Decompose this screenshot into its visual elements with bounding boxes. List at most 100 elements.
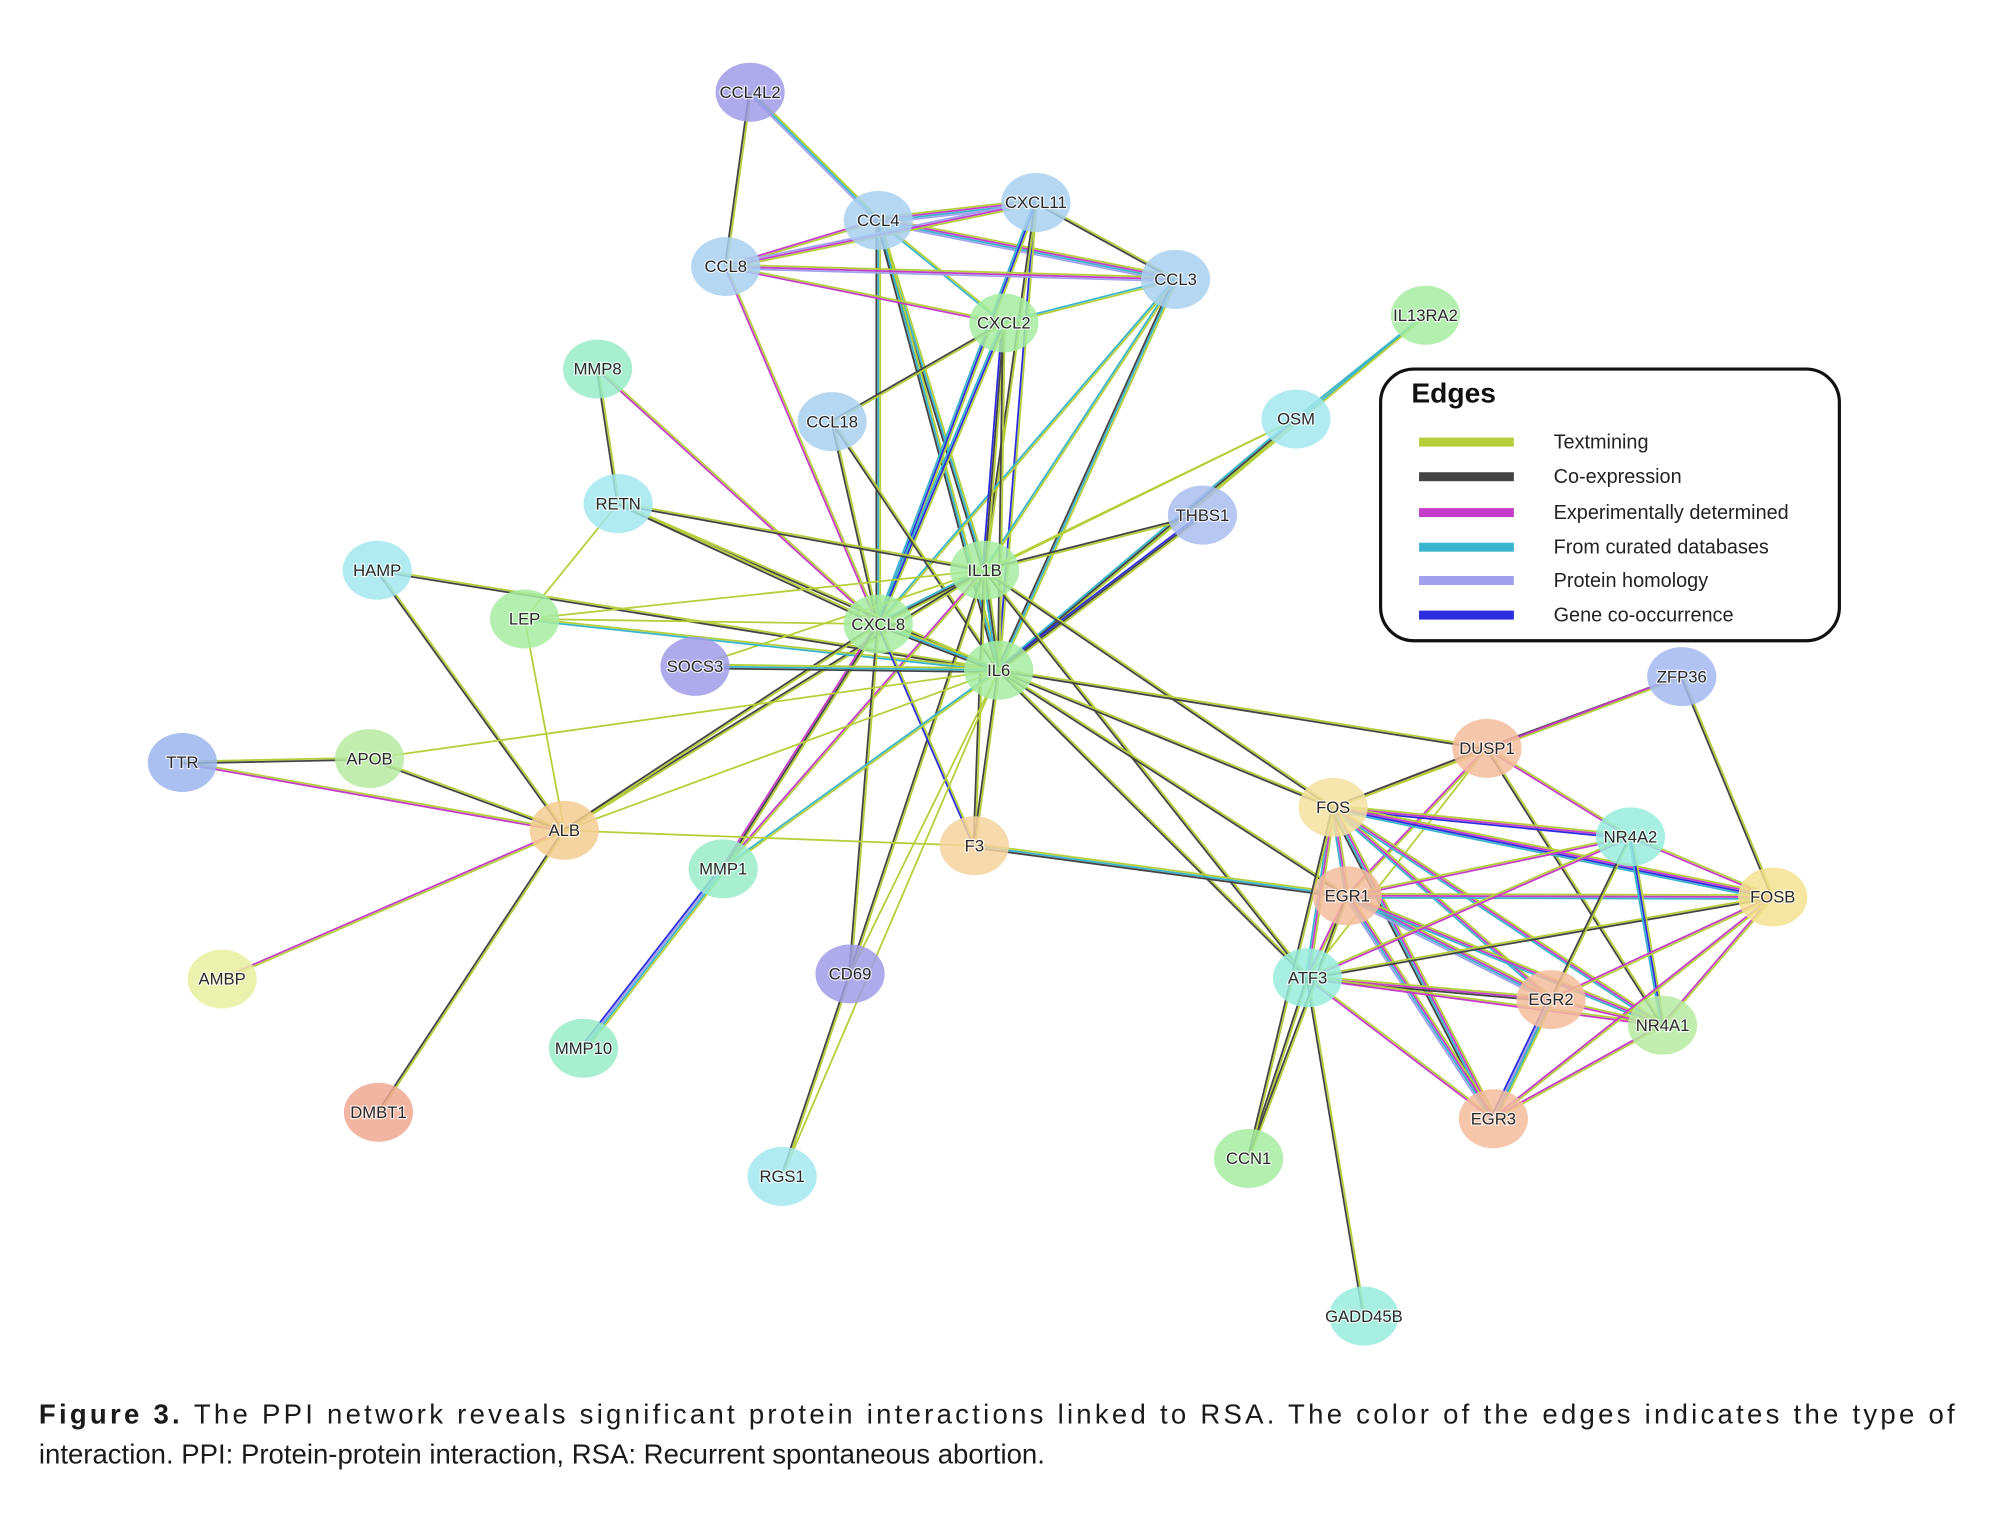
node-circle[interactable]	[563, 339, 633, 399]
node-circle[interactable]	[147, 733, 218, 792]
node-mmp10[interactable]: MMP10	[548, 1018, 619, 1078]
node-ccl8[interactable]: CCL8	[691, 237, 761, 297]
node-circle[interactable]	[747, 1146, 817, 1206]
node-dmbt1[interactable]: DMBT1	[343, 1082, 414, 1142]
node-fosb[interactable]: FOSB	[1738, 867, 1808, 927]
node-circle[interactable]	[660, 636, 730, 696]
node-ttr[interactable]: TTR	[147, 733, 218, 792]
node-retn[interactable]: RETN	[583, 474, 653, 534]
node-circle[interactable]	[1214, 1128, 1284, 1188]
edge-line-c	[983, 322, 1005, 571]
node-socs3[interactable]: SOCS3	[660, 636, 730, 696]
edge-line-t	[999, 515, 1205, 673]
node-circle[interactable]	[187, 949, 257, 1009]
node-circle[interactable]	[1516, 970, 1586, 1030]
node-circle[interactable]	[691, 237, 761, 297]
node-circle[interactable]	[1167, 485, 1238, 545]
edge-EGR1-EGR3	[1344, 893, 1497, 1121]
node-zfp36[interactable]: ZFP36	[1647, 647, 1717, 707]
edge-line-t	[1551, 897, 1774, 1002]
node-circle[interactable]	[715, 62, 785, 122]
node-osm[interactable]: OSM	[1261, 389, 1331, 449]
node-ccl4[interactable]: CCL4	[843, 190, 913, 250]
edge-line-c	[375, 570, 565, 832]
node-circle[interactable]	[583, 474, 653, 534]
node-cxcl8[interactable]: CXCL8	[843, 594, 913, 654]
node-circle[interactable]	[688, 839, 758, 899]
edge-line-c	[1307, 897, 1774, 980]
node-mmp1[interactable]: MMP1	[688, 839, 758, 899]
node-il1b[interactable]: IL1B	[950, 540, 1020, 600]
node-ambp[interactable]: AMBP	[187, 949, 257, 1009]
node-circle[interactable]	[797, 392, 867, 452]
edge-line-g	[580, 866, 722, 1048]
node-circle[interactable]	[1329, 1286, 1399, 1346]
node-ccl3[interactable]: CCL3	[1140, 249, 1211, 309]
edge-line-c	[998, 418, 1297, 671]
node-dusp1[interactable]: DUSP1	[1452, 718, 1522, 778]
edge-line-d	[997, 278, 1177, 671]
node-atf3[interactable]: ATF3	[1272, 948, 1343, 1008]
edge-line-e	[221, 828, 565, 979]
node-cxcl2[interactable]: CXCL2	[969, 293, 1039, 353]
node-ccl4l2[interactable]: CCL4L2	[715, 62, 785, 122]
node-circle[interactable]	[342, 540, 412, 600]
node-hamp[interactable]: HAMP	[342, 540, 412, 600]
node-circle[interactable]	[489, 589, 560, 649]
node-circle[interactable]	[964, 640, 1034, 700]
node-circle[interactable]	[969, 293, 1039, 353]
edge-ALB-AMBP	[221, 828, 566, 981]
node-thbs1[interactable]: THBS1	[1167, 485, 1238, 545]
node-circle[interactable]	[939, 816, 1009, 876]
legend-label: Co-expression	[1554, 466, 1682, 488]
node-il6[interactable]: IL6	[964, 640, 1034, 700]
node-label: F3	[965, 836, 984, 855]
node-circle[interactable]	[1390, 285, 1461, 345]
node-circle[interactable]	[1647, 647, 1717, 707]
edge-line-c	[972, 570, 985, 846]
node-f3[interactable]: F3	[939, 816, 1009, 876]
node-nr4a1[interactable]: NR4A1	[1627, 995, 1698, 1055]
node-gadd45b[interactable]: GADD45B	[1324, 1286, 1404, 1346]
node-apob[interactable]: APOB	[334, 729, 405, 789]
node-egr3[interactable]: EGR3	[1458, 1089, 1528, 1149]
node-egr1[interactable]: EGR1	[1312, 866, 1382, 926]
node-circle[interactable]	[843, 594, 913, 654]
edge-line-d	[877, 220, 1176, 282]
node-circle[interactable]	[1298, 777, 1368, 837]
node-circle[interactable]	[529, 800, 599, 860]
node-ccl18[interactable]: CCL18	[797, 392, 867, 452]
node-egr2[interactable]: EGR2	[1516, 970, 1586, 1030]
node-cxcl11[interactable]: CXCL11	[1001, 173, 1071, 232]
node-circle[interactable]	[343, 1082, 414, 1142]
node-nr4a2[interactable]: NR4A2	[1595, 807, 1666, 867]
node-circle[interactable]	[1261, 389, 1331, 449]
node-alb[interactable]: ALB	[529, 800, 599, 860]
node-circle[interactable]	[815, 944, 885, 1004]
node-circle[interactable]	[1738, 867, 1808, 927]
node-circle[interactable]	[548, 1018, 619, 1078]
node-circle[interactable]	[334, 729, 405, 789]
edge-HAMP-ALB	[375, 569, 566, 832]
node-fos[interactable]: FOS	[1298, 777, 1368, 837]
node-circle[interactable]	[1595, 807, 1666, 867]
edge-line-d	[996, 416, 1296, 670]
node-circle[interactable]	[843, 190, 913, 250]
node-circle[interactable]	[950, 540, 1020, 600]
edge-LEP-ALB	[523, 618, 566, 831]
node-rgs1[interactable]: RGS1	[747, 1146, 817, 1206]
edge-RETN-IL1B	[617, 501, 985, 573]
node-mmp8[interactable]: MMP8	[563, 339, 633, 399]
node-cd69[interactable]: CD69	[815, 944, 885, 1004]
node-circle[interactable]	[1001, 173, 1071, 232]
node-circle[interactable]	[1312, 866, 1382, 926]
node-circle[interactable]	[1272, 948, 1343, 1008]
node-circle[interactable]	[1627, 995, 1698, 1055]
node-ccn1[interactable]: CCN1	[1214, 1128, 1284, 1188]
node-circle[interactable]	[1140, 249, 1211, 309]
node-il13ra2[interactable]: IL13RA2	[1390, 285, 1461, 345]
node-circle[interactable]	[1458, 1089, 1528, 1149]
edge-line-t	[1333, 804, 1631, 836]
node-circle[interactable]	[1452, 718, 1522, 778]
node-lep[interactable]: LEP	[489, 589, 560, 649]
